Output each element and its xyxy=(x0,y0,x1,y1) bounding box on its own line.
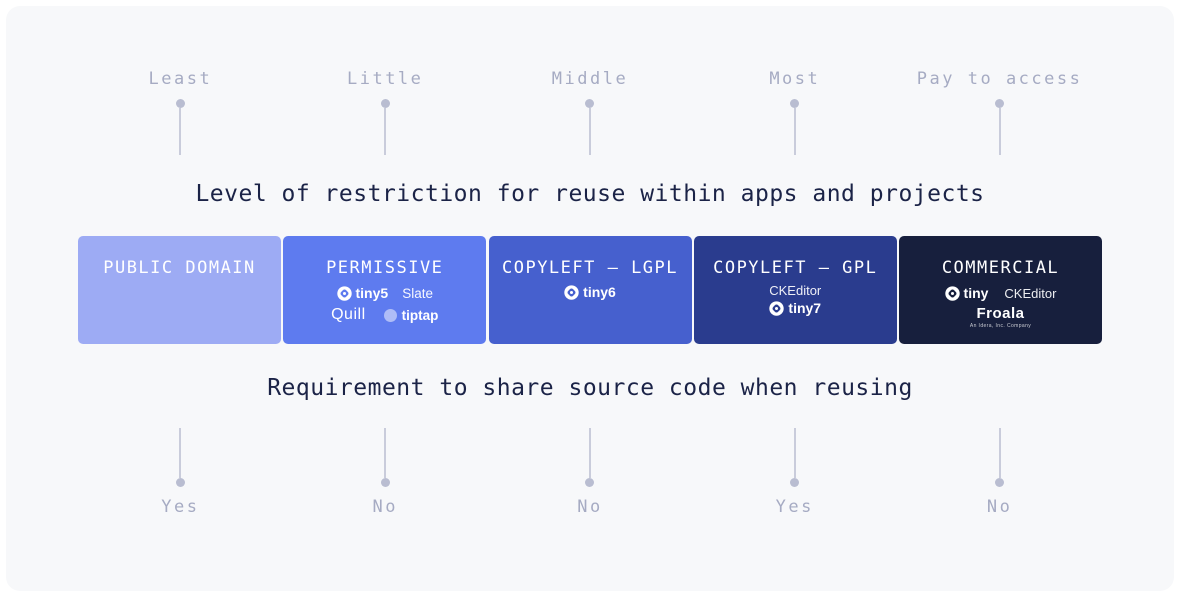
card-title: COMMERCIAL xyxy=(941,258,1060,278)
share-marker-5: No xyxy=(897,428,1102,517)
scale-label: Middle xyxy=(551,69,629,89)
logo-row: tiny CKEditor xyxy=(944,285,1057,301)
slate-logo: Slate xyxy=(402,285,433,301)
scale-label: Least xyxy=(148,69,213,89)
marker-dot xyxy=(585,99,595,108)
tiptap-wordmark: tiptap xyxy=(401,307,439,323)
scale-label: No xyxy=(577,497,603,517)
tiny7-logo: tiny7 xyxy=(769,300,821,316)
share-marker-2: No xyxy=(283,428,488,517)
tiny-wordmark: tiny xyxy=(963,285,989,301)
marker-stem xyxy=(179,428,182,478)
marker-dot xyxy=(995,478,1005,487)
tiny-icon xyxy=(564,284,579,300)
card-logos: CKEditor tiny7 xyxy=(769,283,821,316)
marker-dot xyxy=(790,478,800,487)
card-logos: tiny6 xyxy=(564,284,616,300)
tiny-icon xyxy=(769,300,785,316)
card-title: PERMISSIVE xyxy=(326,258,444,278)
tiptap-icon xyxy=(383,308,397,322)
scale-marker-pay: Pay to access xyxy=(897,69,1102,155)
source-sharing-scale: Yes No No Yes No xyxy=(78,428,1102,517)
card-copyleft-gpl: COPYLEFT — GPL CKEditor tiny7 xyxy=(693,236,897,344)
marker-stem xyxy=(384,108,387,155)
marker-dot xyxy=(175,478,185,487)
marker-dot xyxy=(175,99,185,108)
tiny6-logo: tiny6 xyxy=(564,284,616,300)
scale-marker-least: Least xyxy=(78,69,283,155)
ckeditor-logo: CKEditor xyxy=(769,283,822,298)
card-commercial: COMMERCIAL tiny CKEditor xyxy=(899,236,1102,344)
card-copyleft-lgpl: COPYLEFT — LGPL tiny6 xyxy=(488,236,692,344)
marker-dot xyxy=(585,478,595,487)
marker-stem xyxy=(793,108,796,155)
tiny6-wordmark: tiny6 xyxy=(583,284,616,300)
marker-stem xyxy=(384,428,387,478)
scale-label: Little xyxy=(346,69,424,89)
scale-label: No xyxy=(372,497,398,517)
froala-logo: Froala An Idera, Inc. Company xyxy=(970,305,1031,329)
tiny-logo: tiny xyxy=(944,285,989,301)
diagram-content: Least Little Middle Most Pay to access xyxy=(78,69,1102,517)
marker-dot xyxy=(380,99,390,108)
share-marker-3: No xyxy=(488,428,693,517)
quill-logo: Quill xyxy=(331,306,366,323)
restriction-axis-title: Level of restriction for reuse within ap… xyxy=(195,181,985,207)
marker-stem xyxy=(588,108,591,155)
share-marker-1: Yes xyxy=(78,428,283,517)
card-title: COPYLEFT — LGPL xyxy=(501,258,679,278)
scale-marker-most: Most xyxy=(692,69,897,155)
ckeditor-logo: CKEditor xyxy=(1004,285,1057,301)
marker-dot xyxy=(995,99,1005,108)
scale-label: Yes xyxy=(161,497,200,517)
scale-marker-middle: Middle xyxy=(488,69,693,155)
restriction-scale: Least Little Middle Most Pay to access xyxy=(78,69,1102,155)
tiny5-logo: tiny5 xyxy=(336,285,389,301)
tiny7-wordmark: tiny7 xyxy=(788,300,822,316)
tiny-icon xyxy=(336,285,352,301)
marker-stem xyxy=(998,428,1001,478)
scale-label: Most xyxy=(769,69,821,89)
marker-stem xyxy=(998,108,1001,155)
logo-row: Quill tiptap xyxy=(331,306,438,324)
froala-wordmark: Froala xyxy=(976,305,1025,322)
scale-marker-little: Little xyxy=(283,69,488,155)
source-sharing-axis-title: Requirement to share source code when re… xyxy=(267,375,913,401)
license-comparison-panel: Least Little Middle Most Pay to access xyxy=(6,6,1174,591)
scale-label: Pay to access xyxy=(916,69,1083,89)
tiny-icon xyxy=(944,285,960,301)
tiptap-logo: tiptap xyxy=(383,307,439,323)
card-permissive: PERMISSIVE tiny5 Slate xyxy=(283,236,487,344)
license-cards-row: PUBLIC DOMAIN PERMISSIVE tiny5 xyxy=(78,236,1102,344)
marker-dot xyxy=(790,99,800,108)
scale-label: Yes xyxy=(775,497,814,517)
card-title: PUBLIC DOMAIN xyxy=(103,258,256,278)
marker-stem xyxy=(179,108,182,155)
marker-stem xyxy=(588,428,591,478)
card-logos: tiny5 Slate Quill tiptap xyxy=(331,285,438,324)
card-title: COPYLEFT — GPL xyxy=(713,258,878,278)
card-logos: tiny CKEditor Froala An Idera, Inc. Comp… xyxy=(944,285,1057,329)
marker-dot xyxy=(380,478,390,487)
logo-row: tiny5 Slate xyxy=(336,285,433,301)
scale-label: No xyxy=(986,497,1013,517)
marker-stem xyxy=(793,428,796,478)
froala-tagline: An Idera, Inc. Company xyxy=(969,323,1032,329)
tiny5-wordmark: tiny5 xyxy=(355,285,389,301)
share-marker-4: Yes xyxy=(692,428,897,517)
card-public-domain: PUBLIC DOMAIN xyxy=(78,236,281,344)
